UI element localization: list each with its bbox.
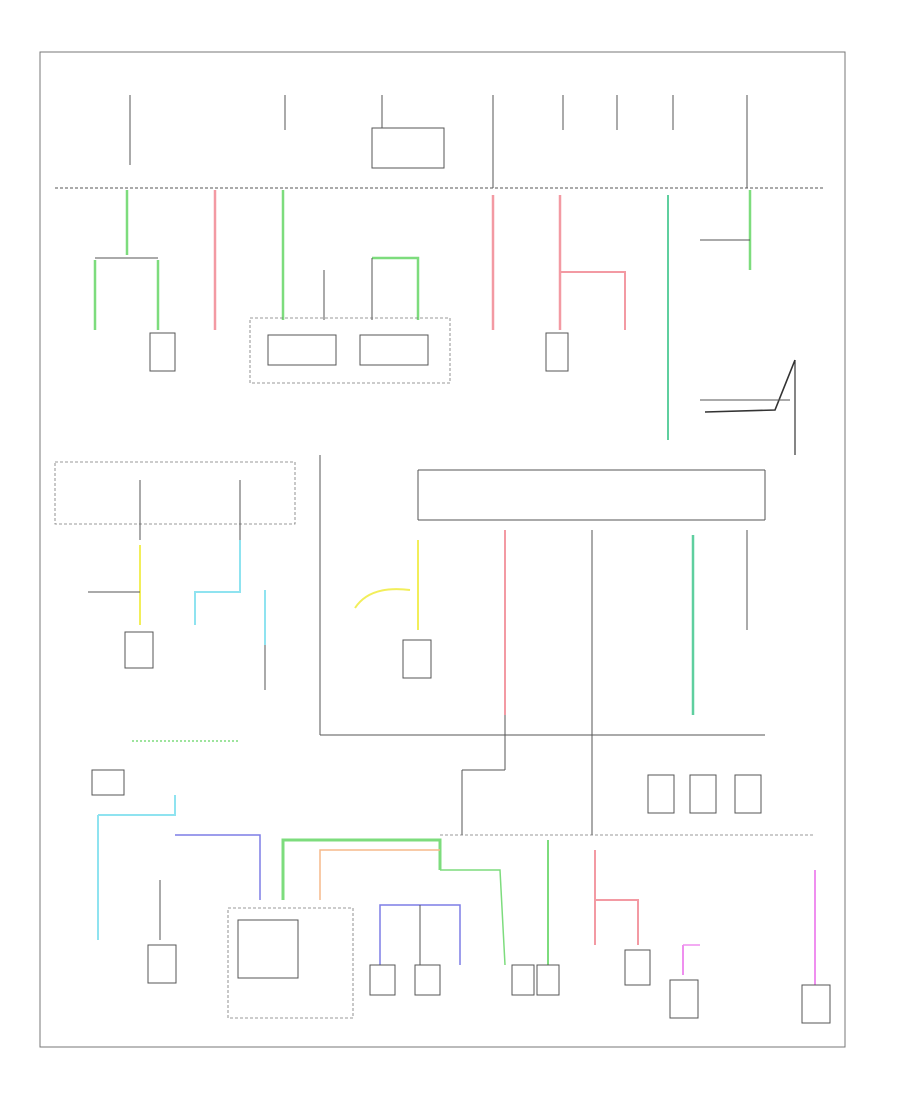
lower-module-box	[227, 907, 354, 1019]
component-row-1	[149, 332, 569, 372]
mid-connector-row	[132, 715, 815, 836]
lower-centre-block	[227, 838, 560, 1019]
top-fuse-panel	[55, 95, 825, 189]
module-5	[647, 774, 675, 814]
module-1	[149, 332, 176, 372]
module-14	[624, 949, 651, 986]
diagram-frame	[39, 51, 846, 1048]
left-fuse-panel	[54, 461, 296, 525]
cluster-module-left	[267, 334, 337, 366]
lower-left-block	[91, 769, 261, 984]
module-9	[147, 944, 177, 984]
module-16	[801, 984, 831, 1024]
central-switch-panel	[319, 455, 766, 736]
module-13	[536, 964, 560, 996]
central-module	[237, 919, 299, 979]
module-10	[369, 964, 396, 996]
top-feed-wires	[93, 190, 752, 440]
cluster-module-right	[359, 334, 429, 366]
module-12	[511, 964, 535, 996]
right-module-wiring	[700, 359, 796, 455]
module-15	[669, 979, 699, 1019]
module-6	[689, 774, 717, 814]
module-8	[91, 769, 125, 796]
module-7	[734, 774, 762, 814]
relay-box	[371, 127, 445, 169]
module-3	[124, 631, 154, 669]
module-2	[545, 332, 569, 372]
module-11	[414, 964, 441, 996]
module-4	[402, 639, 432, 679]
cluster-box	[249, 317, 451, 384]
lower-right-block	[594, 850, 831, 1024]
